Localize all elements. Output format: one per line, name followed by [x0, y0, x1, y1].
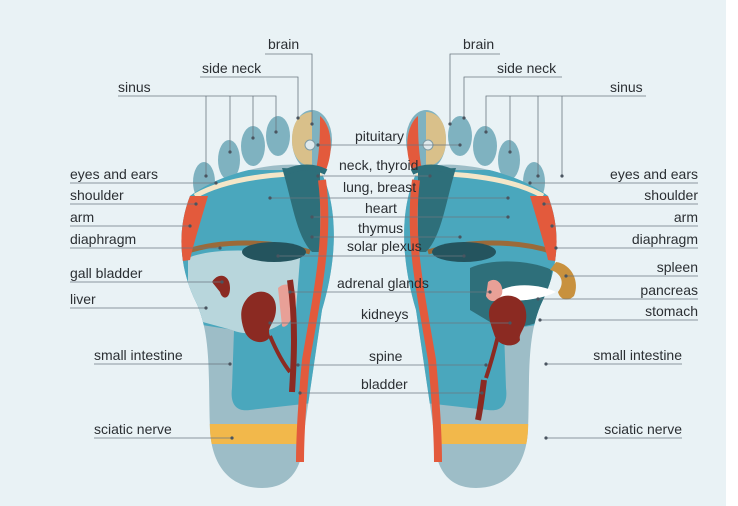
- label-small-intestine-right: small intestine: [593, 347, 682, 363]
- label-neck-thyroid: neck, thyroid: [339, 157, 418, 173]
- label-bladder: bladder: [361, 376, 408, 392]
- label-arm-left: arm: [70, 209, 94, 225]
- leader-lines: [70, 53, 698, 440]
- right-toe-2: [448, 116, 472, 156]
- right-sciatic-band: [404, 424, 557, 444]
- label-spleen: spleen: [657, 259, 698, 275]
- label-pancreas: pancreas: [640, 282, 698, 298]
- label-diaphragm-right: diaphragm: [632, 231, 698, 247]
- label-thymus: thymus: [358, 220, 403, 236]
- label-sciatic-nerve-left: sciatic nerve: [94, 421, 172, 437]
- left-gall-bladder: [212, 275, 230, 298]
- label-stomach: stomach: [645, 303, 698, 319]
- left-brain-zone: [292, 112, 312, 166]
- left-bladder-line: [287, 279, 297, 393]
- label-heart: heart: [365, 200, 397, 216]
- label-gall-bladder: gall bladder: [70, 265, 143, 281]
- label-eyes-ears-right: eyes and ears: [610, 166, 698, 182]
- right-bigtoe-orange: [407, 116, 422, 170]
- right-neck-band: [410, 164, 454, 175]
- right-toe-3: [473, 126, 497, 166]
- label-side-neck-left: side neck: [202, 60, 262, 76]
- left-pituitary-spot: [304, 139, 316, 151]
- left-toe-4: [218, 140, 240, 180]
- right-heart-zone: [418, 168, 456, 252]
- left-foot: [181, 110, 334, 488]
- right-adrenal-gland: [486, 279, 503, 302]
- right-solar-plexus: [432, 242, 496, 262]
- left-spine: [296, 179, 329, 463]
- label-kidneys: kidneys: [361, 306, 408, 322]
- label-adrenal-glands: adrenal glands: [337, 275, 429, 291]
- right-kidney: [488, 295, 527, 346]
- label-shoulder-left: shoulder: [70, 187, 124, 203]
- label-brain-left: brain: [268, 36, 299, 52]
- label-spine: spine: [369, 348, 403, 364]
- label-brain-right: brain: [463, 36, 494, 52]
- left-ureter: [268, 335, 292, 374]
- label-sinus-right: sinus: [610, 79, 643, 95]
- labels: brain side neck sinus brain side neck si…: [70, 36, 698, 437]
- left-toe-3: [241, 126, 265, 166]
- label-arm-right: arm: [674, 209, 698, 225]
- left-solar-plexus: [242, 242, 306, 262]
- right-bladder-line: [475, 379, 487, 421]
- label-sinus-left: sinus: [118, 79, 151, 95]
- label-sciatic-nerve-right: sciatic nerve: [604, 421, 682, 437]
- right-spleen: [550, 262, 576, 300]
- label-solar-plexus: solar plexus: [347, 238, 422, 254]
- label-liver: liver: [70, 291, 96, 307]
- left-toe-2: [266, 116, 290, 156]
- label-side-neck-right: side neck: [497, 60, 557, 76]
- label-lung-breast: lung, breast: [343, 179, 416, 195]
- right-foot: [404, 110, 576, 488]
- right-ureter: [484, 335, 500, 379]
- label-pituitary: pituitary: [355, 128, 404, 144]
- right-brain-zone: [426, 112, 446, 166]
- label-small-intestine-left: small intestine: [94, 347, 183, 363]
- right-toe-4: [498, 140, 520, 180]
- left-sciatic-band: [181, 424, 334, 444]
- left-kidney: [241, 291, 276, 343]
- left-neck-band: [284, 164, 328, 175]
- label-diaphragm-left: diaphragm: [70, 231, 136, 247]
- label-shoulder-right: shoulder: [644, 187, 698, 203]
- right-spine: [409, 179, 442, 463]
- label-eyes-ears-left: eyes and ears: [70, 166, 158, 182]
- left-bigtoe-orange: [316, 116, 331, 170]
- left-heart-zone: [282, 168, 320, 252]
